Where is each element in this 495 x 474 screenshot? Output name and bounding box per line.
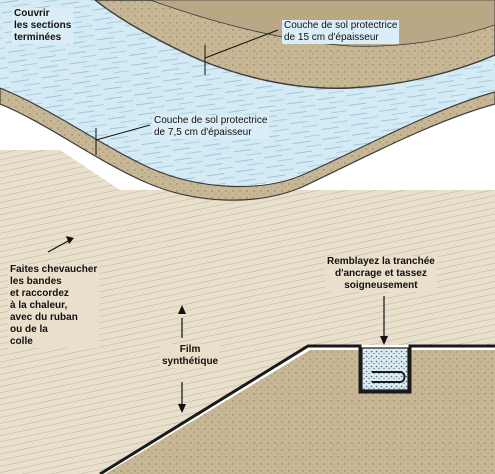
arrow-overlap <box>47 239 71 253</box>
anchor-film-fold <box>372 371 406 383</box>
liner-slope-hatch <box>0 150 495 474</box>
arrow-backfill-head <box>380 336 388 345</box>
synthetic-film-line <box>99 344 495 474</box>
arrow-overlap-head <box>66 236 74 244</box>
label-protective-layer-15: Couche de sol protectrice de 15 cm d'épa… <box>282 20 400 44</box>
arrow-film-down-head <box>178 404 186 413</box>
leader-15cm <box>204 29 279 59</box>
arrow-film-up-head <box>178 305 186 314</box>
anchor-trench-gravel <box>362 348 408 390</box>
label-cover-sections: Couvrir les sections terminées <box>12 8 74 44</box>
leader-7-5cm <box>95 124 151 141</box>
label-overlap-strips: Faites chevaucher les bandes et raccorde… <box>8 264 100 348</box>
label-synthetic-film: Film synthétique <box>160 344 221 368</box>
soil-layer-7-5cm-texture <box>0 88 495 201</box>
label-protective-layer-7-5: Couche de sol protectrice de 7,5 cm d'ép… <box>152 115 270 139</box>
label-backfill-trench: Remblayez la tranchée d'ancrage et tasse… <box>325 256 437 292</box>
